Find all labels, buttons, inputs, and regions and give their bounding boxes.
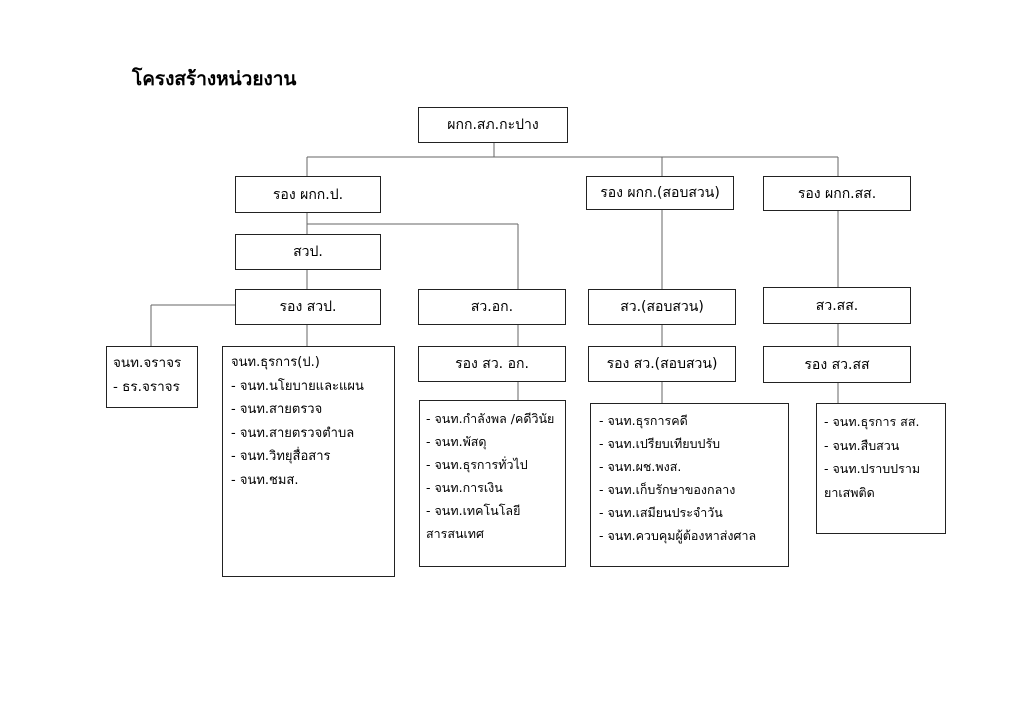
list-item: - จนท.ปราบปราม [824, 461, 921, 476]
list-support-staff: - จนท.กำลังพล /คดีวินัย - จนท.พัสดุ - จน… [419, 400, 566, 567]
list-item: - จนท.ชมส. [231, 472, 299, 488]
box-sawp: สวป. [235, 234, 381, 270]
list-item: - จนท.สายตรวจ [231, 402, 323, 417]
box-saw-ak: สว.อก. [418, 289, 566, 325]
list-item: - จนท.กำลังพล /คดีวินัย [426, 411, 555, 426]
list-item: - จนท.ธุรการทั่วไป [426, 457, 528, 472]
list-investigation-staff: - จนท.ธุรการคดี - จนท.เปรียบเทียบปรับ - … [590, 403, 789, 567]
list-item: - จนท.เปรียบเทียบปรับ [599, 436, 721, 451]
box-deputy-investigation: รอง ผกก.(สอบสวน) [586, 176, 734, 210]
box-deputy-saw-ak: รอง สว. อก. [418, 346, 566, 382]
list-item: - จนท.สืบสวน [824, 437, 900, 453]
list-item: - จนท.เทคโนโลยี [426, 503, 521, 518]
list-item: สารสนเทศ [426, 526, 484, 541]
box-saw-ss: สว.สส. [763, 287, 911, 324]
list-item: - จนท.ธุรการ สส. [824, 414, 920, 429]
box-deputy-admin: รอง ผกก.ป. [235, 176, 381, 213]
list-item: - ธร.จราจร [113, 379, 180, 395]
list-item: จนท.ธุรการ(ป.) [231, 355, 320, 370]
box-deputy-suppression: รอง ผกก.สส. [763, 176, 911, 211]
box-deputy-sawp: รอง สวป. [235, 289, 381, 325]
list-item: - จนท.นโยบายและแผน [231, 378, 364, 394]
list-item: จนท.จราจร [113, 355, 182, 371]
list-admin-staff: จนท.ธุรการ(ป.) - จนท.นโยบายและแผน - จนท.… [222, 346, 395, 577]
list-item: - จนท.เก็บรักษาของกลาง [599, 482, 736, 497]
box-deputy-saw-ss: รอง สว.สส [763, 346, 911, 383]
list-item: - จนท.พัสดุ [426, 434, 487, 449]
list-item: - จนท.ควบคุมผู้ต้องหาส่งศาล [599, 528, 757, 543]
list-item: - จนท.สายตรวจตำบล [231, 425, 355, 441]
list-item: - จนท.ธุรการคดี [599, 413, 688, 428]
list-item: ยาเสพติด [824, 484, 875, 500]
list-item: - จนท.วิทยุสื่อสาร [231, 449, 331, 464]
list-item: - จนท.เสมียนประจำวัน [599, 505, 723, 520]
box-head: ผกก.สภ.กะปาง [418, 107, 568, 143]
box-saw-investigation: สว.(สอบสวน) [588, 289, 736, 325]
list-suppression-staff: - จนท.ธุรการ สส. - จนท.สืบสวน - จนท.ปราบ… [816, 403, 946, 534]
list-traffic: จนท.จราจร - ธร.จราจร [106, 346, 198, 408]
box-deputy-saw-investigation: รอง สว.(สอบสวน) [588, 346, 736, 382]
list-item: - จนท.การเงิน [426, 480, 503, 495]
page-title: โครงสร้างหน่วยงาน [132, 68, 297, 90]
list-item: - จนท.ผช.พงส. [599, 459, 682, 474]
